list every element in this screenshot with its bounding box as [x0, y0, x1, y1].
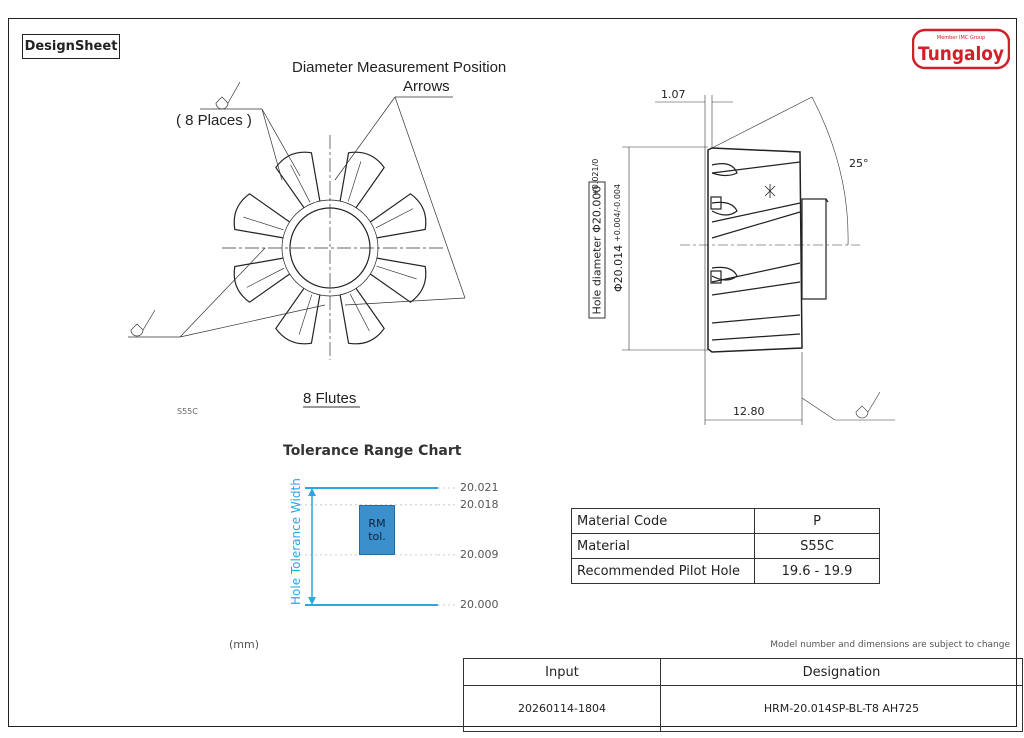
hole-diameter-tol: +0.021/0	[591, 158, 600, 196]
hole-diameter-label: Hole diameter Φ20.000	[588, 181, 606, 319]
places-label: ( 8 Places )	[176, 112, 252, 129]
angle-dimension: 25°	[849, 157, 869, 170]
tick-label: 20.000	[460, 598, 499, 611]
svg-text:Member IMC Group: Member IMC Group	[937, 35, 985, 41]
measurement-position-label-2: Arrows	[403, 78, 450, 95]
tick-label: 20.018	[460, 497, 499, 511]
disclaimer: Model number and dimensions are subject …	[770, 640, 1010, 650]
flutes-label: 8 Flutes	[303, 390, 357, 407]
chamfer-dimension: 1.07	[661, 88, 686, 101]
rm-tolerance-box: RM tol.	[359, 504, 395, 555]
tool-diameter: Φ20.014	[612, 244, 625, 292]
tungaloy-logo: Member IMC Group Tungaloy	[912, 28, 1010, 70]
property-key: Material Code	[571, 508, 755, 534]
svg-text:Tungaloy: Tungaloy	[918, 43, 1005, 65]
chart-title: Tolerance Range Chart	[283, 443, 462, 459]
tool-diameter-tol: +0.004/-0.004	[613, 183, 622, 242]
tick-label: 20.009	[460, 547, 499, 561]
rm-label: RM	[368, 516, 386, 530]
length-dimension: 12.80	[733, 405, 765, 418]
property-key: Recommended Pilot Hole	[571, 558, 755, 584]
tick-label: 20.021	[460, 481, 499, 494]
designation-value: HRM-20.014SP-BL-T8 AH725	[660, 685, 1023, 732]
material-tag: S55C	[177, 407, 198, 416]
property-value: S55C	[754, 533, 880, 559]
designation-header: Designation	[660, 658, 1023, 686]
design-sheet-title: DesignSheet	[22, 34, 120, 59]
input-value: 20260114-1804	[463, 685, 661, 732]
chart-ylabel: Hole Tolerance Width	[289, 478, 303, 605]
input-header: Input	[463, 658, 661, 686]
property-key: Material	[571, 533, 755, 559]
tol-label: tol.	[368, 529, 386, 543]
hole-diameter-rotated: Hole diameter Φ20.000	[588, 179, 606, 319]
measurement-position-label: Diameter Measurement Position	[292, 59, 507, 76]
property-value: P	[754, 508, 880, 534]
sheet-frame	[8, 18, 1017, 727]
unit-note: (mm)	[229, 638, 260, 651]
property-value: 19.6 - 19.9	[754, 558, 880, 584]
